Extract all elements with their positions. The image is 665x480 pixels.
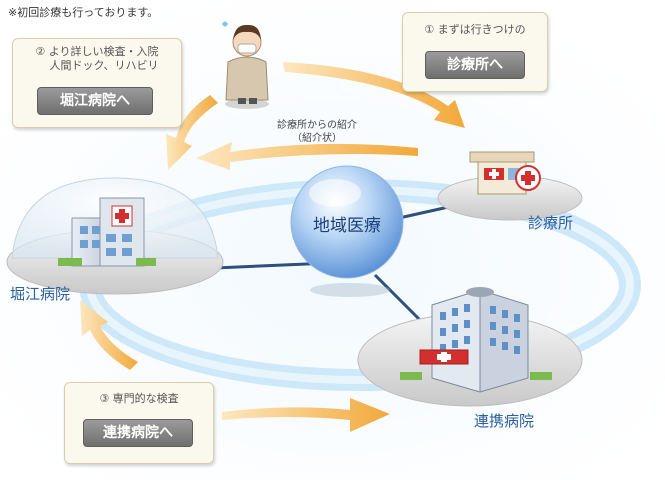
arrow-clinic-to-horie	[196, 142, 418, 170]
step1-card: ① まずは行きつけの 診療所へ	[402, 12, 548, 92]
center-label: 地域医療	[313, 216, 381, 236]
clinic-button[interactable]: 診療所へ	[425, 51, 525, 79]
arrow-step3-to-partner	[222, 398, 390, 432]
center-sphere	[290, 165, 404, 297]
horie-hospital-building	[58, 197, 156, 267]
horie-hospital-label: 堀江病院	[10, 285, 71, 303]
clinic-building	[469, 151, 541, 195]
arrow-step3-to-horie	[80, 300, 138, 370]
step3-card: ③ 専門的な検査 連携病院へ	[64, 382, 214, 464]
patient-figure	[222, 21, 269, 109]
flow-arrows	[80, 62, 465, 432]
horie-hospital-button[interactable]: 堀江病院へ	[37, 87, 153, 115]
step3-caption: ③ 専門的な検査	[99, 392, 179, 405]
referral-line1: 診療所からの紹介	[277, 120, 357, 131]
arrow-patient-to-clinic	[283, 62, 465, 128]
horie-hospital-node	[6, 177, 224, 295]
referral-label: 診療所からの紹介 （紹介状）	[262, 119, 372, 145]
step2-caption-line2: 人間ドック、リハビリ	[49, 59, 159, 72]
referral-line2: （紹介状）	[292, 133, 342, 144]
initial-consultation-note: ※初回診療も行っております。	[8, 6, 159, 19]
step2-caption-line1: ② より詳しい検査・入院	[35, 45, 159, 58]
partner-hospital-building	[400, 287, 552, 393]
sweat-drop-icon	[222, 21, 228, 27]
arrow-patient-to-horie	[166, 95, 218, 170]
step2-card: ② より詳しい検査・入院 人間ドック、リハビリ 堀江病院へ	[12, 38, 182, 128]
clinic-label: 診療所	[528, 214, 574, 232]
partner-hospital-node	[357, 287, 583, 407]
clinic-node	[437, 151, 583, 221]
partner-hospital-label: 連携病院	[474, 412, 535, 430]
step1-caption: ① まずは行きつけの	[424, 23, 526, 36]
partner-hospital-button[interactable]: 連携病院へ	[83, 419, 193, 447]
